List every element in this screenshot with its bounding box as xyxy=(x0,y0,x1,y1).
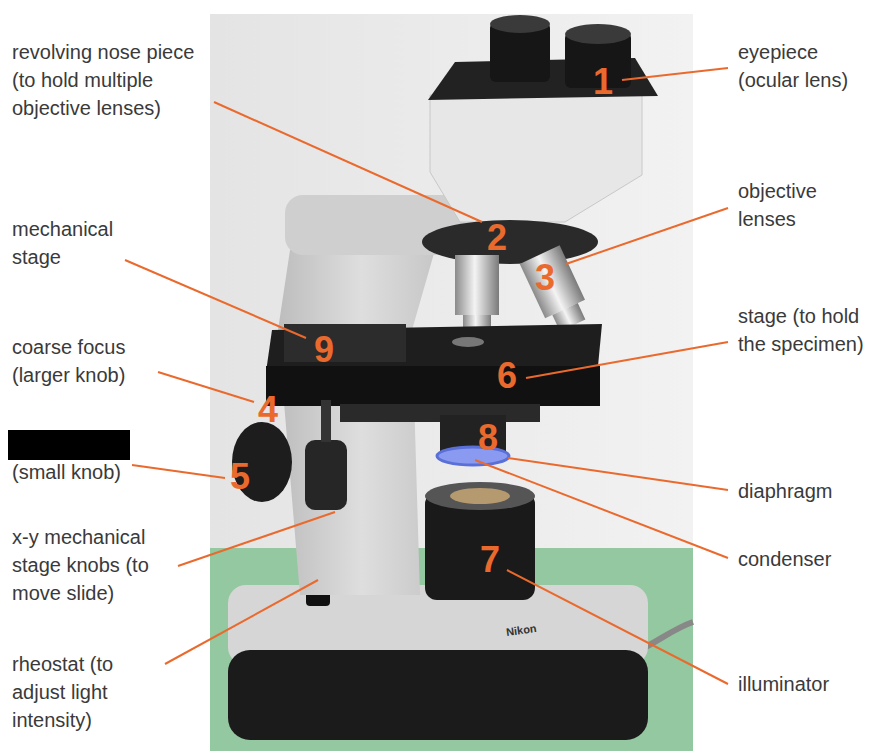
illuminator-top xyxy=(425,482,535,510)
redaction-box xyxy=(8,430,130,460)
leader-line xyxy=(214,102,482,222)
eyepiece-top xyxy=(490,15,550,33)
leader-line xyxy=(622,68,728,80)
stage-knob-rod xyxy=(321,400,331,442)
brand-mark: Nikon xyxy=(505,622,537,638)
part-label: revolving nose piece (to hold multiple o… xyxy=(12,38,202,122)
callout-number: 4 xyxy=(258,392,278,428)
illuminator-lens xyxy=(450,488,510,504)
leader-line xyxy=(165,580,318,664)
stage-front xyxy=(266,366,600,406)
part-label: x-y mechanical stage knobs (to move slid… xyxy=(12,523,187,607)
part-label: condenser xyxy=(738,545,868,573)
callout-number: 5 xyxy=(230,459,250,495)
callout-number: 2 xyxy=(487,220,507,256)
eyepiece-top xyxy=(565,24,631,44)
leader-line xyxy=(475,460,728,558)
leader-line xyxy=(178,512,335,566)
stage-hole xyxy=(452,337,484,347)
part-label: rheostat (to adjust light intensity) xyxy=(12,650,172,734)
leader-line xyxy=(566,208,728,264)
part-label: (small knob) xyxy=(12,458,182,486)
leader-line xyxy=(125,260,306,338)
nosepiece xyxy=(422,220,598,264)
leader-line xyxy=(132,465,225,478)
base-bottom xyxy=(228,650,648,740)
part-label: diaphragm xyxy=(738,477,868,505)
mechanical-stage xyxy=(284,324,406,362)
fine-knob xyxy=(305,440,347,510)
leader-line xyxy=(158,372,254,402)
diaphragm-ring xyxy=(437,447,509,465)
callout-number: 3 xyxy=(535,260,555,296)
callout-number: 8 xyxy=(478,420,498,456)
callout-number: 6 xyxy=(497,358,517,394)
photo-wall xyxy=(210,14,693,751)
leader-lines xyxy=(125,68,728,684)
callout-number: 9 xyxy=(314,332,334,368)
part-label: mechanical stage xyxy=(12,215,162,271)
callout-number: 1 xyxy=(593,64,613,100)
head xyxy=(430,92,642,222)
part-label: coarse focus (larger knob) xyxy=(12,333,182,389)
part-label: objective lenses xyxy=(738,177,868,233)
part-label: stage (to hold the specimen) xyxy=(738,302,868,358)
objective xyxy=(455,255,499,315)
part-label: illuminator xyxy=(738,670,868,698)
leader-line xyxy=(526,342,728,378)
stage-top xyxy=(266,324,602,372)
part-label: eyepiece (ocular lens) xyxy=(738,38,868,94)
callout-number: 7 xyxy=(480,542,500,578)
leader-line xyxy=(507,570,728,684)
